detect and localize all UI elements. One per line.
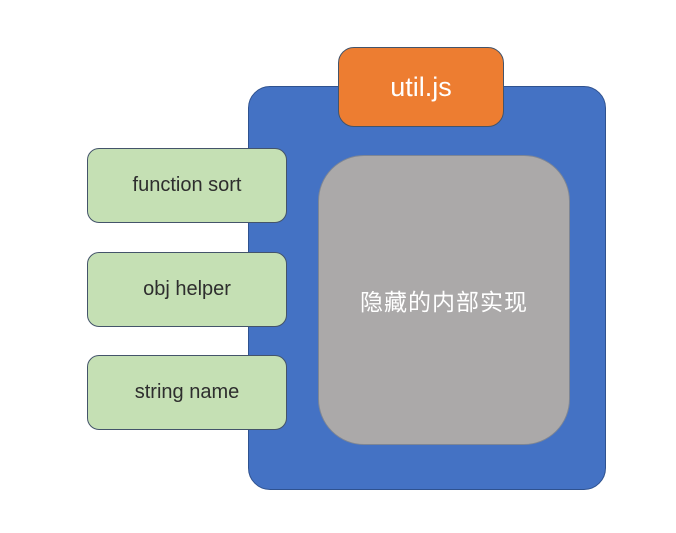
export-label: string name [134, 381, 240, 403]
module-title-label: util.js [390, 71, 452, 102]
export-box-obj-helper: obj helper [87, 252, 287, 327]
module-title-box: util.js [338, 47, 504, 127]
export-label: obj helper [143, 278, 231, 300]
export-box-string-name: string name [87, 355, 287, 430]
export-label: function sort [132, 174, 242, 196]
hidden-implementation-box: 隐藏的内部实现 [318, 155, 570, 445]
hidden-implementation-label: 隐藏的内部实现 [360, 289, 528, 315]
export-box-function-sort: function sort [87, 148, 287, 223]
